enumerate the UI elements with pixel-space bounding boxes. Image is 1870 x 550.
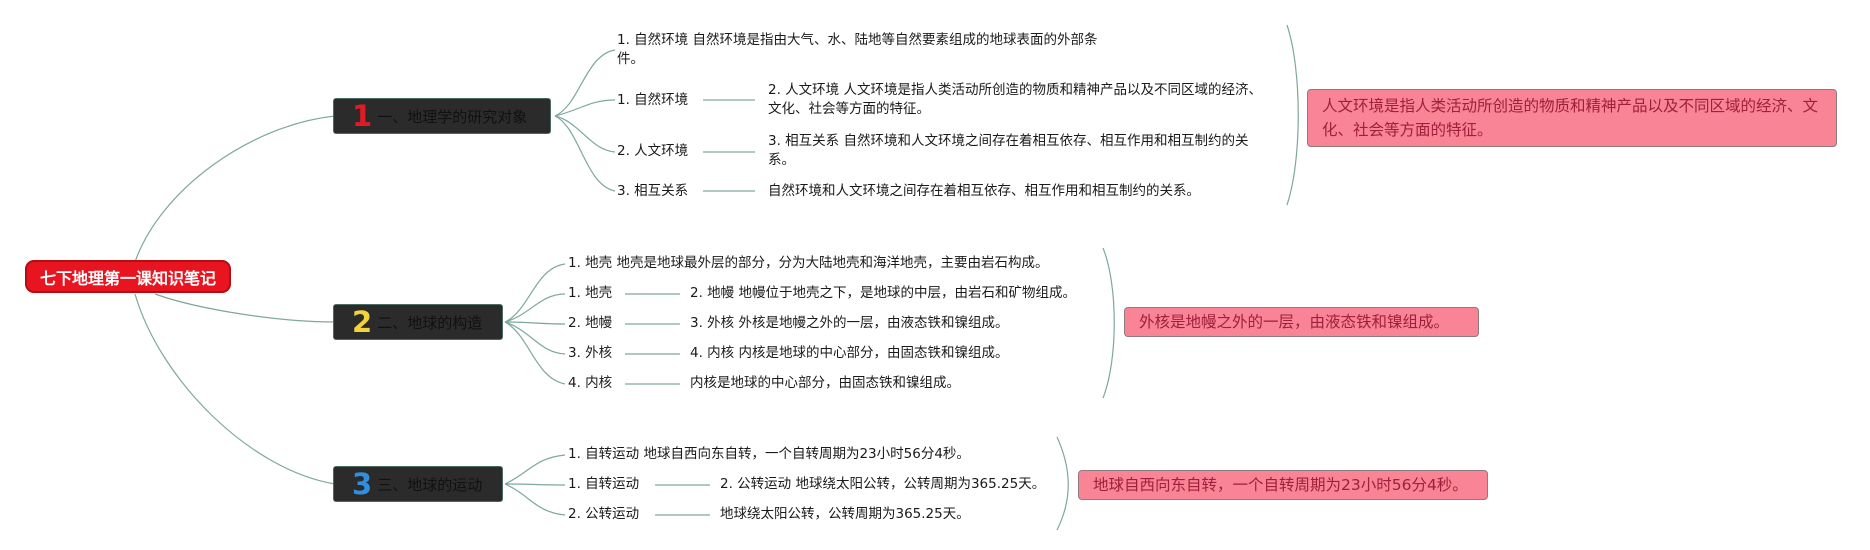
b1-note[interactable]: 人文环境是指人类活动所创造的物质和精神产品以及不同区域的经济、文化、社会等方面的…: [1307, 89, 1837, 147]
b1-detail-2[interactable]: 自然环境和人文环境之间存在着相互依存、相互作用和相互制约的关系。: [768, 183, 1200, 199]
b3-item-0[interactable]: 1. 自转运动 地球自西向东自转，一个自转周期为23小时56分4秒。: [568, 446, 970, 462]
branch-number: 1: [352, 98, 373, 133]
link-b3-item-1: [504, 483, 566, 486]
b1-item-1[interactable]: 1. 自然环境: [617, 92, 689, 108]
link-b2-item-4: [504, 321, 566, 385]
link-b2-item-3: [504, 321, 566, 355]
b2-item-1[interactable]: 1. 地壳: [568, 285, 613, 301]
branch-number: 2: [352, 304, 373, 339]
bracket-b2: [1102, 247, 1115, 399]
link-b2-item-0: [504, 263, 566, 323]
b2-item-3[interactable]: 3. 外核: [568, 345, 613, 361]
link-root-branch-3: [134, 293, 336, 485]
link-b3-item-0: [504, 454, 566, 485]
link-b1-item-1: [554, 99, 616, 117]
branch-label: 一、地理学的研究对象: [377, 107, 528, 126]
link-root-branch-1: [134, 115, 336, 263]
link-b1-item-2: [554, 115, 616, 153]
b3-detail-0[interactable]: 2. 公转运动 地球绕太阳公转，公转周期为365.25天。: [720, 476, 1046, 492]
link-b2-item-2: [504, 321, 566, 325]
link-b1-item-0: [554, 49, 616, 117]
b3-item-1[interactable]: 1. 自转运动: [568, 476, 640, 492]
branch-label: 三、地球的运动: [377, 475, 483, 494]
b1-item-0[interactable]: 1. 自然环境 自然环境是指由大气、水、陆地等自然要素组成的地球表面的外部条件。: [617, 32, 1098, 67]
b2-detail-2[interactable]: 4. 内核 内核是地球的中心部分，由固态铁和镍组成。: [690, 345, 1009, 361]
b1-detail-1[interactable]: 3. 相互关系 自然环境和人文环境之间存在着相互依存、相互作用和相互制约的关系。: [768, 133, 1249, 168]
root-node[interactable]: 七下地理第一课知识笔记: [25, 260, 231, 293]
b2-note[interactable]: 外核是地幔之外的一层，由液态铁和镍组成。: [1124, 307, 1479, 337]
b2-item-2[interactable]: 2. 地幔: [568, 315, 613, 331]
branch-node-2[interactable]: 2 二、地球的构造: [333, 304, 503, 340]
link-b2-item-1: [504, 293, 566, 323]
bracket-b1: [1286, 24, 1299, 206]
b1-item-3[interactable]: 3. 相互关系: [617, 183, 689, 199]
b3-detail-1[interactable]: 地球绕太阳公转，公转周期为365.25天。: [720, 506, 970, 522]
b1-detail-0[interactable]: 2. 人文环境 人文环境是指人类活动所创造的物质和精神产品以及不同区域的经济、文…: [768, 82, 1262, 117]
b2-item-4[interactable]: 4. 内核: [568, 375, 613, 391]
root-label: 七下地理第一课知识笔记: [39, 268, 216, 288]
b3-item-2[interactable]: 2. 公转运动: [568, 506, 640, 522]
link-b3-item-2: [504, 483, 566, 516]
branch-node-3[interactable]: 3 三、地球的运动: [333, 466, 503, 502]
b2-detail-1[interactable]: 3. 外核 外核是地幔之外的一层，由液态铁和镍组成。: [690, 315, 1009, 331]
b2-item-0[interactable]: 1. 地壳 地壳是地球最外层的部分，分为大陆地壳和海洋地壳，主要由岩石构成。: [568, 255, 1049, 271]
bracket-b3: [1056, 436, 1069, 531]
branch-node-1[interactable]: 1 一、地理学的研究对象: [333, 98, 551, 134]
b1-item-2[interactable]: 2. 人文环境: [617, 143, 689, 159]
link-b1-item-3: [554, 115, 616, 192]
b2-detail-3[interactable]: 内核是地球的中心部分，由固态铁和镍组成。: [690, 375, 960, 391]
branch-number: 3: [352, 466, 373, 501]
b2-detail-0[interactable]: 2. 地幔 地幔位于地壳之下，是地球的中层，由岩石和矿物组成。: [690, 285, 1076, 301]
b3-note[interactable]: 地球自西向东自转，一个自转周期为23小时56分4秒。: [1078, 470, 1488, 500]
branch-label: 二、地球的构造: [377, 313, 483, 332]
link-root-branch-2: [154, 293, 336, 323]
